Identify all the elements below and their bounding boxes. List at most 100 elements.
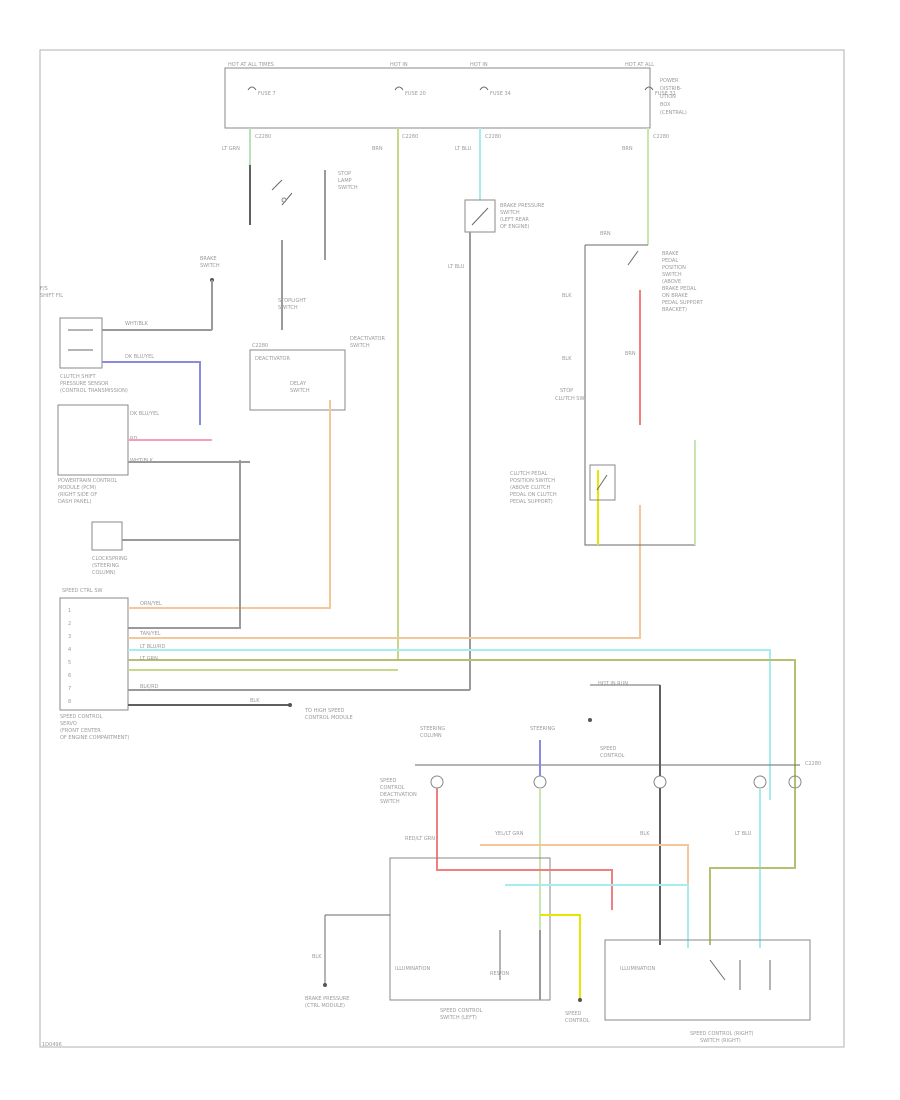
svg-text:BRAKE: BRAKE (200, 256, 217, 262)
svg-text:PEDAL ON CLUTCH: PEDAL ON CLUTCH (510, 492, 557, 498)
svg-text:SWITCH: SWITCH (662, 272, 682, 278)
svg-text:C2280: C2280 (402, 134, 418, 140)
svg-text:C2280: C2280 (805, 761, 821, 767)
clutch-pedal-switch-right: CLUTCH PEDAL POSITION SWITCH (ABOVE CLUT… (510, 464, 616, 505)
svg-text:CLUTCH PEDAL: CLUTCH PEDAL (510, 471, 548, 477)
svg-text:6: 6 (68, 673, 71, 679)
svg-text:STOP: STOP (338, 171, 351, 177)
svg-text:SPEED: SPEED (380, 778, 397, 784)
svg-text:(LEFT REAR: (LEFT REAR (500, 217, 529, 223)
svg-text:BRAKE PEDAL: BRAKE PEDAL (662, 286, 697, 292)
svg-text:COLUMN: COLUMN (420, 733, 442, 739)
svg-text:CONTROL MODULE: CONTROL MODULE (305, 715, 353, 721)
svg-text:(ABOVE CLUTCH: (ABOVE CLUTCH (510, 485, 551, 491)
svg-text:DASH PANEL): DASH PANEL) (58, 499, 92, 505)
svg-text:FUSE 20: FUSE 20 (405, 91, 426, 97)
svg-text:UTION: UTION (660, 94, 676, 100)
svg-text:LT GRN: LT GRN (140, 656, 158, 662)
svg-text:HOT IN: HOT IN (470, 62, 488, 68)
svg-text:SPEED CONTROL: SPEED CONTROL (60, 714, 103, 720)
svg-text:WHT/BLK: WHT/BLK (125, 321, 149, 327)
svg-text:BRAKE: BRAKE (662, 251, 679, 257)
svg-text:LT BLU/RD: LT BLU/RD (140, 644, 166, 650)
svg-text:BRN: BRN (625, 351, 636, 357)
svg-text:BRAKE PRESSURE: BRAKE PRESSURE (305, 996, 349, 1002)
svg-text:DK BLU/YEL: DK BLU/YEL (125, 354, 154, 360)
svg-text:SPEED CONTROL (RIGHT): SPEED CONTROL (RIGHT) (690, 1031, 754, 1037)
svg-text:4: 4 (68, 647, 71, 653)
svg-text:C2280: C2280 (653, 134, 669, 140)
svg-text:SWITCH: SWITCH (290, 388, 310, 394)
speed-control-module: DK BLU/YEL RD WHT/BLK POWERTRAIN CONTROL… (57, 404, 159, 505)
svg-text:(STEERING: (STEERING (92, 563, 119, 569)
svg-text:CLUTCH SW: CLUTCH SW (555, 396, 584, 402)
svg-text:(CONTROL TRANSMISSION): (CONTROL TRANSMISSION) (60, 388, 128, 394)
svg-text:PEDAL: PEDAL (662, 258, 678, 264)
svg-text:BRN: BRN (622, 146, 633, 152)
svg-text:CLUTCH SHIFT: CLUTCH SHIFT (60, 374, 96, 380)
svg-text:SWITCH: SWITCH (380, 799, 400, 805)
svg-text:COLUMN): COLUMN) (92, 570, 116, 576)
svg-text:DEACTIVATOR: DEACTIVATOR (255, 356, 290, 362)
svg-text:LT BLU: LT BLU (448, 264, 465, 270)
svg-text:SWITCH (LEFT): SWITCH (LEFT) (440, 1015, 477, 1021)
svg-text:TO HIGH SPEED: TO HIGH SPEED (304, 708, 345, 714)
svg-text:SWITCH: SWITCH (278, 305, 298, 311)
clockspring: CLOCKSPRING (STEERING COLUMN) (91, 521, 128, 576)
svg-text:STEERING: STEERING (420, 726, 445, 732)
svg-text:BRN: BRN (600, 231, 611, 237)
svg-text:CONTROL: CONTROL (600, 753, 625, 759)
svg-text:CONTROL: CONTROL (565, 1018, 590, 1024)
svg-text:BLK: BLK (312, 954, 322, 960)
svg-text:BLK: BLK (562, 293, 572, 299)
svg-text:RED/LT GRN: RED/LT GRN (405, 836, 435, 842)
svg-text:SPEED CTRL SW: SPEED CTRL SW (62, 588, 103, 594)
svg-text:SWITCH: SWITCH (338, 185, 358, 191)
svg-text:SWITCH: SWITCH (500, 210, 520, 216)
svg-text:(CTRL MODULE): (CTRL MODULE) (305, 1003, 345, 1009)
svg-text:SPEED: SPEED (600, 746, 617, 752)
svg-text:(ABOVE: (ABOVE (662, 279, 681, 285)
clutch-switch: BRN BRAKE PEDAL POSITION SWITCH (ABOVE B… (584, 231, 704, 546)
svg-text:CLOCKSPRING: CLOCKSPRING (92, 556, 128, 562)
svg-text:BLK: BLK (562, 356, 572, 362)
svg-text:BLK: BLK (250, 698, 260, 704)
svg-text:DEACTIVATOR: DEACTIVATOR (350, 336, 385, 342)
svg-text:ORN/YEL: ORN/YEL (140, 601, 162, 607)
svg-text:DISTRIB-: DISTRIB- (660, 86, 682, 92)
svg-text:7: 7 (68, 686, 71, 692)
clutch-pedal-position-switch: CLUTCH SHIFT PRESSURE SENSOR (CONTROL TR… (59, 317, 128, 394)
svg-text:ILLUMINATION: ILLUMINATION (395, 966, 430, 972)
svg-text:FUSE 7: FUSE 7 (258, 91, 276, 97)
svg-text:HOT IN: HOT IN (390, 62, 408, 68)
svg-text:DELAY: DELAY (290, 381, 307, 387)
svg-text:SHIFT FIL: SHIFT FIL (40, 293, 63, 299)
svg-text:F/S: F/S (40, 286, 48, 292)
svg-text:3: 3 (68, 634, 71, 640)
speed-control-switch-left: ILLUMINATION SPEED CONTROL SWITCH (LEFT)… (389, 857, 551, 1021)
svg-text:HOT IN RUN: HOT IN RUN (598, 681, 628, 687)
svg-text:PRESSURE SENSOR: PRESSURE SENSOR (60, 381, 109, 387)
svg-text:(RIGHT SIDE OF: (RIGHT SIDE OF (58, 492, 97, 498)
svg-text:LT BLU: LT BLU (455, 146, 472, 152)
stop-lamp-switch: STOP LAMP SWITCH STOPLIGHT SWITCH (271, 171, 358, 311)
svg-text:(CENTRAL): (CENTRAL) (660, 110, 687, 116)
svg-text:SWITCH (RIGHT): SWITCH (RIGHT) (700, 1038, 741, 1044)
speed-control-servo: SPEED CTRL SW SPEED CONTROL SERVO (FRONT… (59, 588, 129, 741)
svg-text:FUSE 34: FUSE 34 (490, 91, 511, 97)
svg-text:POSITION: POSITION (662, 265, 686, 271)
svg-text:SPEED CONTROL: SPEED CONTROL (440, 1008, 483, 1014)
diagram-border (39, 49, 845, 1048)
svg-text:STOP: STOP (560, 388, 573, 394)
svg-text:1: 1 (68, 608, 71, 614)
svg-text:STEERING: STEERING (530, 726, 555, 732)
svg-text:SPEED: SPEED (565, 1011, 582, 1017)
svg-text:BLK/RD: BLK/RD (140, 684, 159, 690)
footer-code: 1D0496 (42, 1042, 62, 1048)
deactivator-switch: C2280 DEACTIVATOR SWITCH DEACTIVATOR DEL… (249, 336, 385, 411)
svg-text:PEDAL SUPPORT): PEDAL SUPPORT) (510, 499, 553, 505)
svg-text:BRAKE PRESSURE: BRAKE PRESSURE (500, 203, 544, 209)
svg-text:C2280: C2280 (252, 343, 268, 349)
svg-text:OF ENGINE COMPARTMENT): OF ENGINE COMPARTMENT) (60, 735, 129, 741)
svg-text:TAN/YEL: TAN/YEL (139, 631, 161, 637)
